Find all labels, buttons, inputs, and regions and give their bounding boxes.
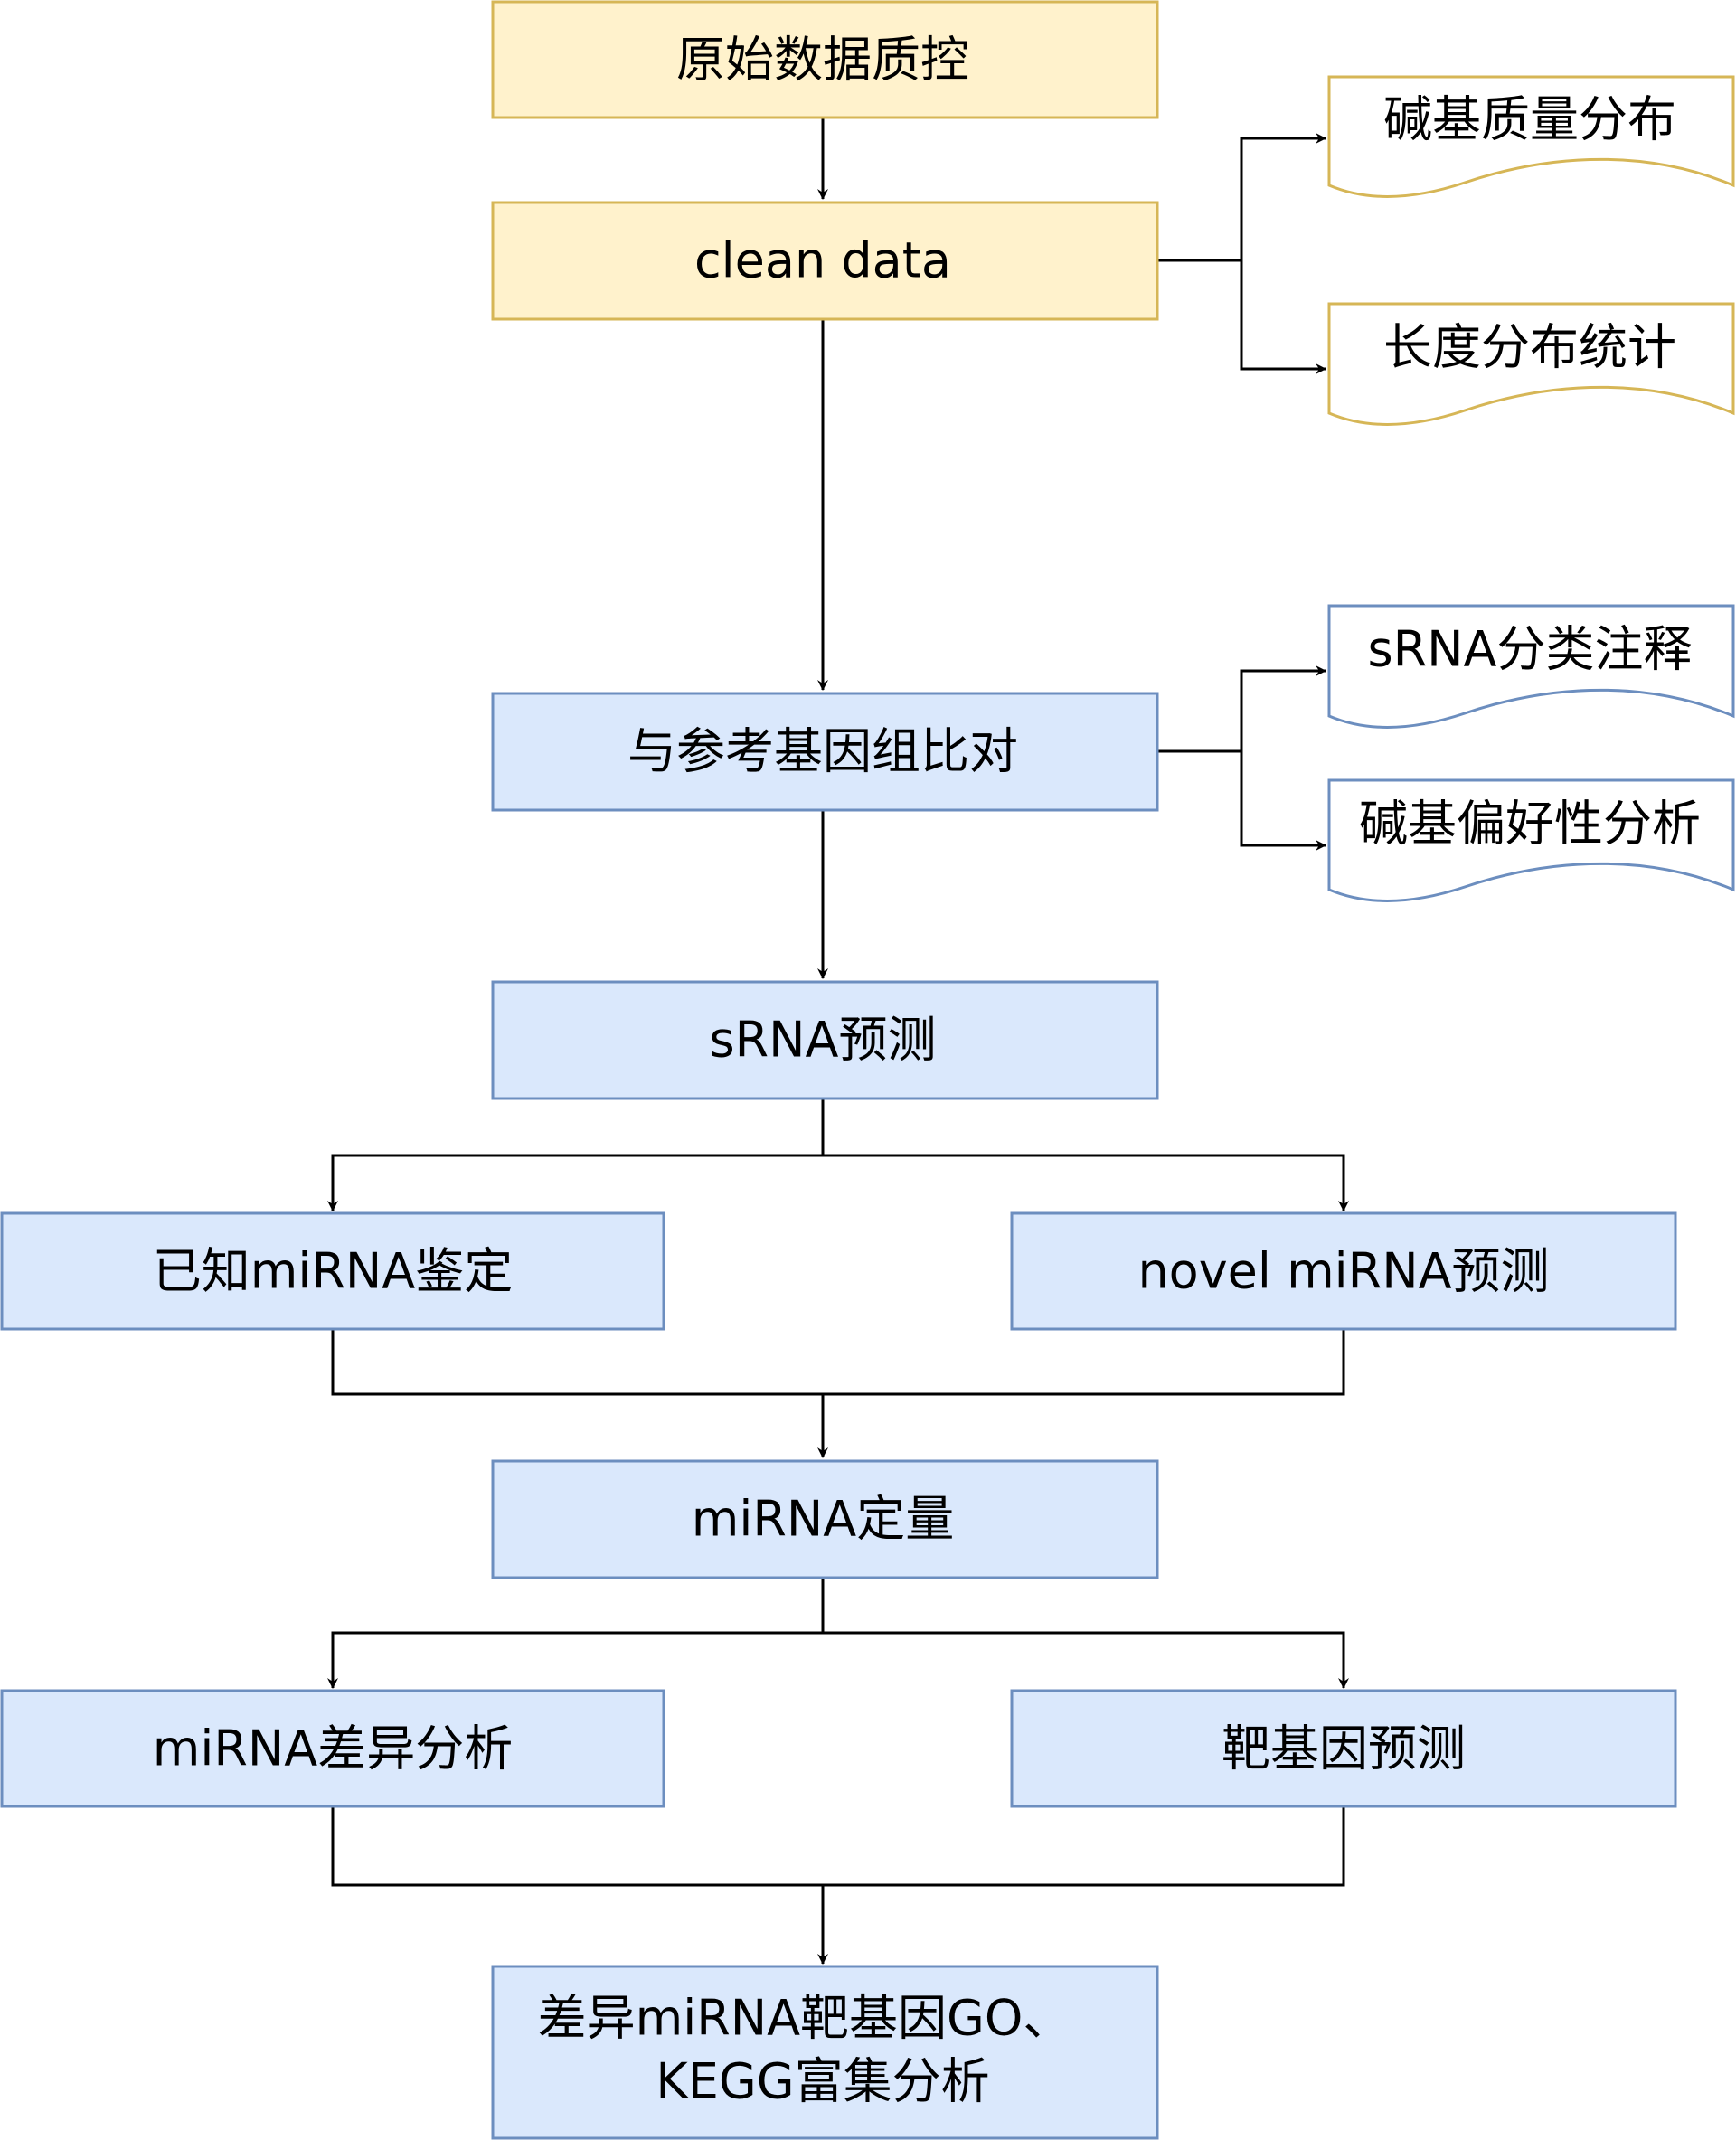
arrow-icon [1157, 665, 1326, 753]
node-mirna-diff: miRNA差异分析 [0, 1689, 665, 1808]
connectors [327, 118, 1349, 1965]
arrow-icon [1157, 133, 1326, 262]
arrow-icon [1240, 751, 1326, 851]
node-target-predict: 靶基因预测 [1010, 1689, 1677, 1808]
node-known-mirna: 已知miRNA鉴定 [0, 1211, 665, 1331]
doc-length-stats-label: 长度分布统计 [1383, 319, 1676, 376]
arrow-icon [823, 1154, 1349, 1211]
doc-srna-annotation: sRNA分类注释 [1327, 604, 1735, 729]
arrow-icon [327, 1098, 825, 1211]
node-target-predict-label: 靶基因预测 [1222, 1720, 1466, 1777]
doc-base-bias: 碱基偏好性分析 [1327, 778, 1735, 902]
node-raw-qc: 原始数据质控 [491, 0, 1159, 119]
node-align-label: 与参考基因组比对 [627, 723, 1018, 780]
node-novel-mirna: novel miRNA预测 [1010, 1211, 1677, 1331]
node-mirna-quant-label: miRNA定量 [692, 1491, 954, 1548]
node-known-mirna-label: 已知miRNA鉴定 [153, 1243, 513, 1300]
doc-base-quality: 碱基质量分布 [1327, 75, 1735, 198]
arrow-icon [327, 1578, 825, 1689]
node-clean-data: clean data [491, 201, 1159, 321]
doc-length-stats: 长度分布统计 [1327, 302, 1735, 426]
doc-srna-annotation-label: sRNA分类注释 [1368, 621, 1693, 678]
node-srna-predict: sRNA预测 [491, 980, 1159, 1100]
doc-base-quality-label: 碱基质量分布 [1383, 91, 1676, 148]
node-align: 与参考基因组比对 [491, 692, 1159, 812]
node-novel-mirna-label: novel miRNA预测 [1137, 1243, 1549, 1300]
node-mirna-diff-label: miRNA差异分析 [153, 1720, 513, 1777]
arrow-icon [823, 1631, 1349, 1689]
connector-line [331, 1329, 1345, 1396]
node-mirna-quant: miRNA定量 [491, 1459, 1159, 1579]
connector-line [331, 1806, 1345, 1887]
node-srna-predict-label: sRNA预测 [710, 1012, 937, 1069]
arrow-icon [1240, 260, 1326, 374]
node-enrichment-label-2: KEGG富集分析 [656, 2053, 989, 2110]
node-raw-qc-label: 原始数据质控 [676, 32, 969, 89]
node-clean-data-label: clean data [694, 232, 951, 289]
node-enrichment-label-1: 差异miRNA靶基因GO、 [538, 1990, 1072, 2047]
node-enrichment: 差异miRNA靶基因GO、 KEGG富集分析 [491, 1965, 1159, 2140]
doc-base-bias-label: 碱基偏好性分析 [1359, 796, 1701, 853]
